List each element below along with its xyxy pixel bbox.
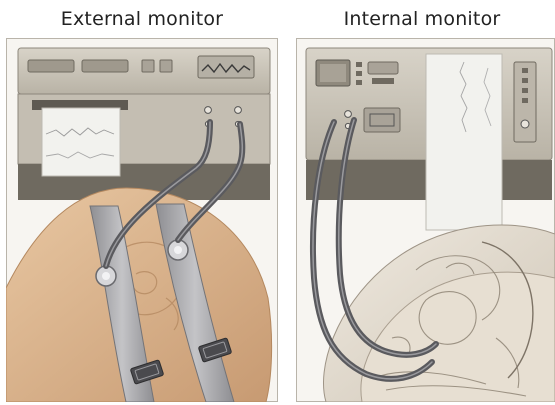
external-monitor-illustration xyxy=(6,38,278,402)
internal-monitor-caption: Internal monitor xyxy=(296,6,548,32)
internal-monitor-panel xyxy=(296,38,555,402)
external-monitor-panel xyxy=(6,38,278,402)
strip-chart-paper-icon xyxy=(426,54,502,230)
internal-monitor-illustration xyxy=(296,38,555,402)
strip-chart-paper-icon xyxy=(42,108,120,176)
external-monitor-caption: External monitor xyxy=(6,6,278,32)
